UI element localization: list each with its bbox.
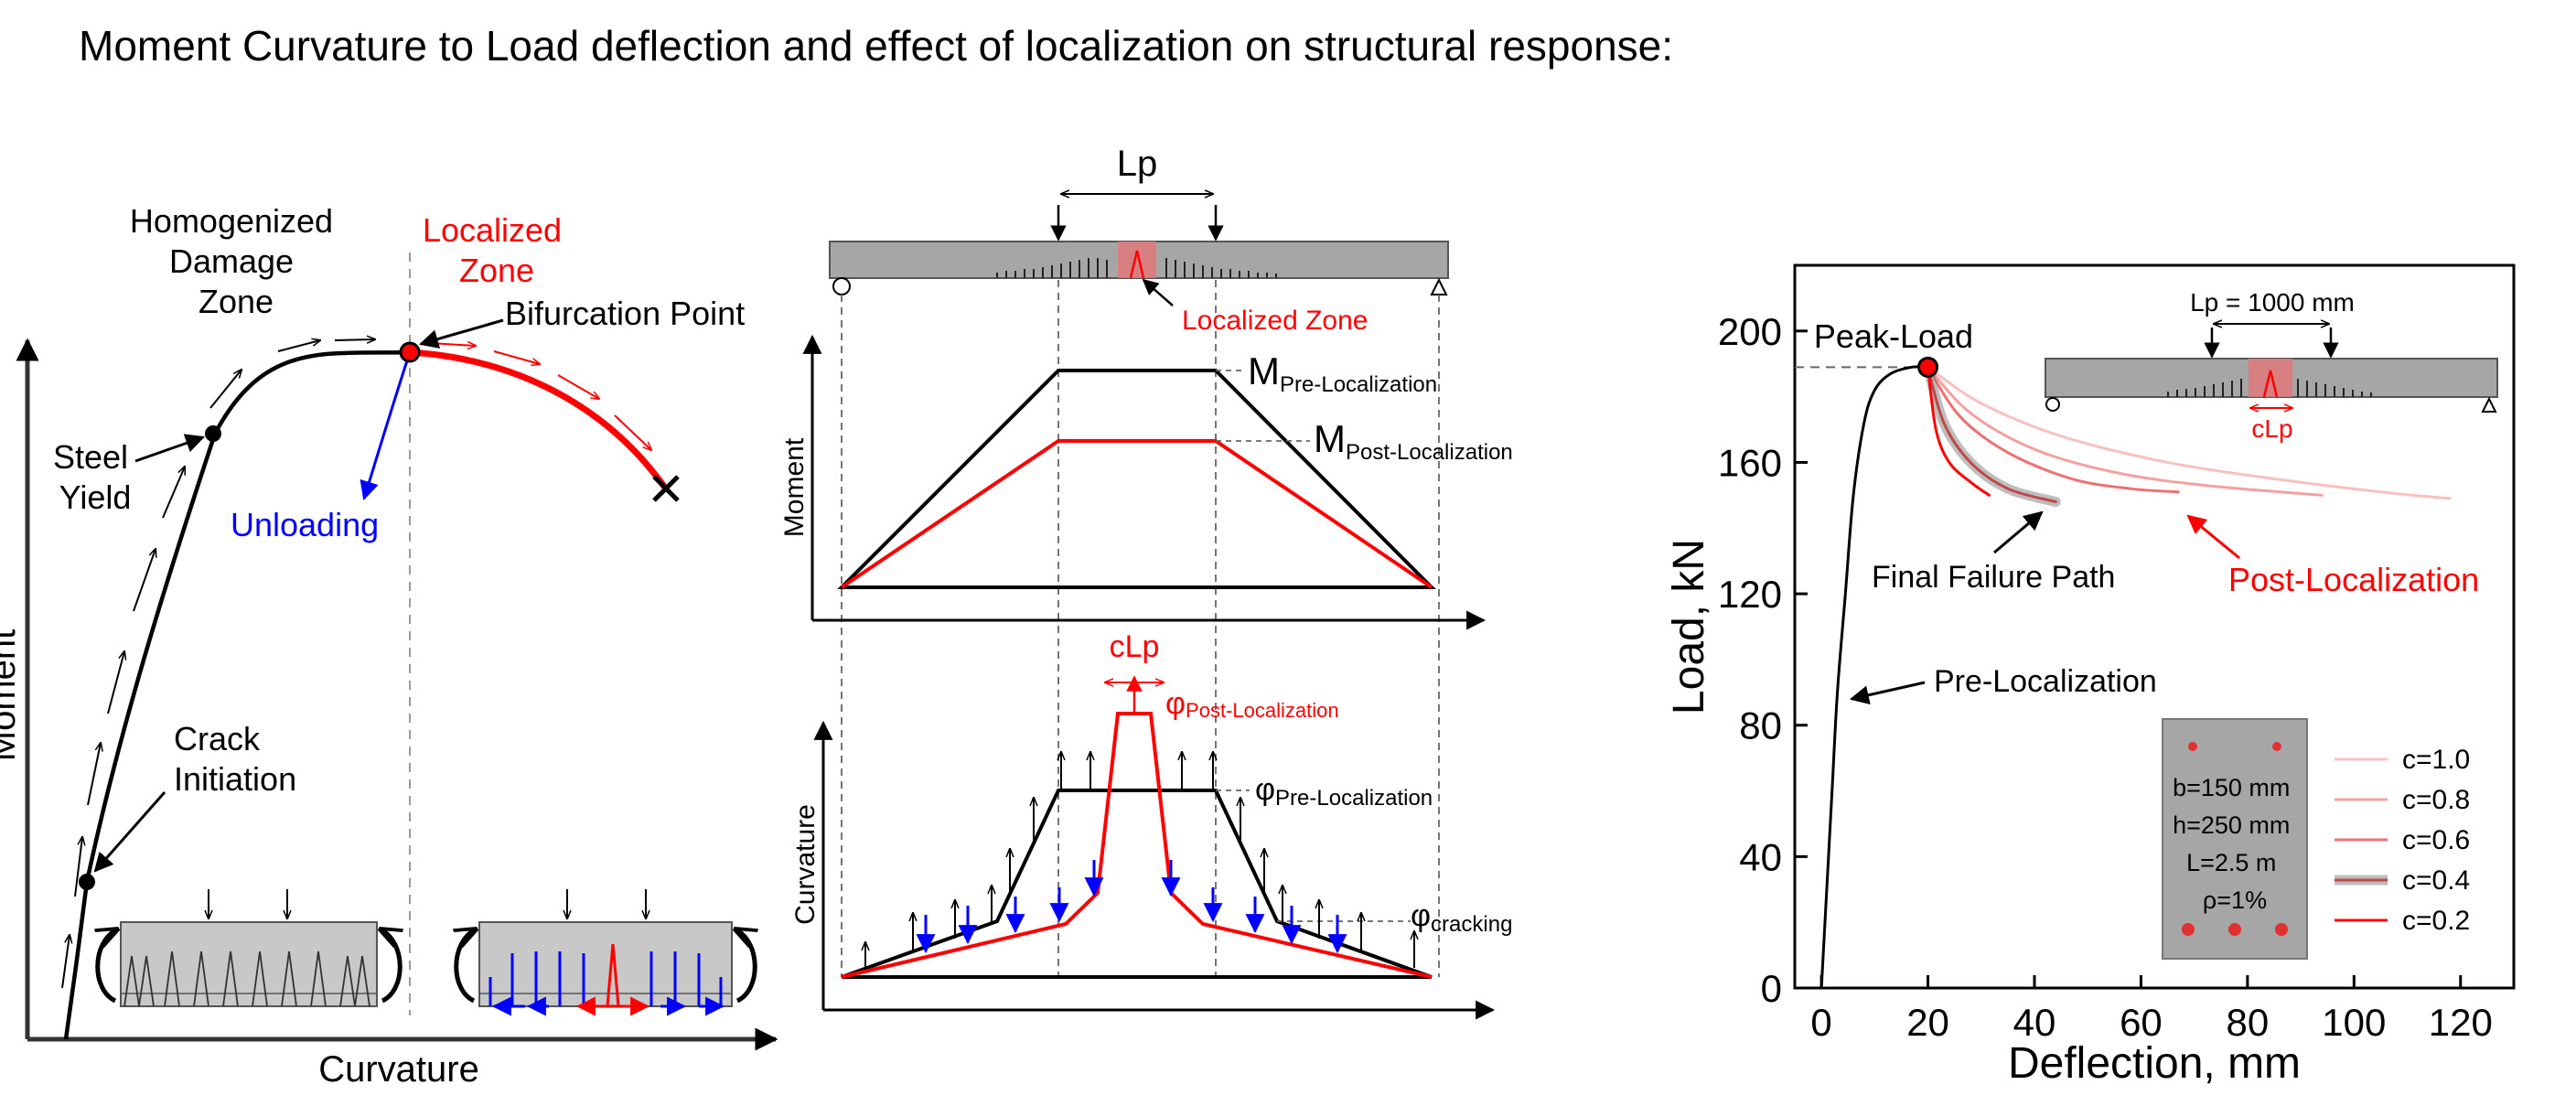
inset-localized-zone-shading [2249,359,2292,397]
moment-curvature-curve [63,349,411,1040]
series-c-0-4-halo [1923,361,2061,508]
curvature-pre-localization [841,789,1433,979]
panel-moment-curvature: Moment Curvature [0,202,778,1090]
chart-ticks: 0 20 40 60 80 100 120 0 40 80 120 160 200 [1718,310,2493,1044]
series-group [1819,361,2452,990]
x-tick-label: 0 [1810,1001,1831,1044]
label-unloading: Unloading [231,506,379,543]
beam-localized-crack [1129,250,1145,279]
failure-x-icon [652,475,680,502]
curvature-down-arrows [916,860,1347,954]
chart-xlabel: Deflection, mm [2008,1039,2301,1088]
beam-sketch-localized [456,889,756,1016]
legend-label: c=0.4 [2402,865,2470,896]
series-c-0-2 [1927,365,1991,497]
panel-load-deflection: 0 20 40 60 80 100 120 0 40 80 120 160 200 Deflection… [1665,263,2516,1088]
final-failure-pointer [1993,510,2044,554]
label-peak-load: Peak-Load [1814,317,1973,355]
label-clp-inset: cLp [2251,414,2292,443]
x-tick-label: 60 [2120,1001,2163,1044]
label-phi-cracking: φcracking [1411,898,1512,937]
curvature-ylabel: Curvature [790,804,821,925]
panel-moment-curvature-distribution: Lp Localized Zone Moment MPre-Localizati… [779,144,1513,1020]
moment-pre-localization [837,369,1436,589]
steel-yield-pointer [134,434,205,463]
label-phi-pre-localization: φPre-Localization [1255,772,1433,811]
legend-label: c=0.8 [2402,785,2470,815]
series-c-0-8 [1927,365,2324,497]
pre-localization-pointer [1849,681,1926,705]
label-m-post-localization: MPost-Localization [1314,417,1513,465]
curve-direction-arrows [61,339,375,989]
label-phi-post-localization: φPost-Localization [1165,686,1339,722]
label-pre-localization: Pre-Localization [1934,664,2157,699]
label-localized-zone: Localized Zone [423,211,571,289]
chart-ylabel: Load, kN [1665,539,1713,714]
guide-lines [841,280,1440,977]
figure-title: Moment Curvature to Load deflection and … [79,22,1673,70]
label-homogenized-damage-zone: Homogenized Damage Zone [130,202,342,320]
label-lp: Lp [1117,144,1158,184]
inset-left-support-icon [2045,397,2060,412]
legend-label: c=1.0 [2402,745,2470,775]
crack-pointer [93,791,166,873]
curvature-post-localization [841,712,1433,979]
series-c-0-4 [1927,365,2057,504]
beam-right-support-icon [1430,277,1448,295]
beam-left-support-icon [832,277,851,295]
bifurcation-pointer [418,318,504,349]
label-lp-1000: Lp = 1000 mm [2190,288,2355,317]
beam-cracks [996,258,1277,278]
chart-legend: c=1.0 c=0.8 c=0.6 c=0.4 c=0.2 [2334,745,2470,936]
post-localization-curve [409,349,668,490]
x-tick-label: 40 [2013,1001,2056,1044]
plot-frame [1793,263,2516,990]
y-tick-label: 200 [1718,310,1782,353]
unloading-arrow [360,351,412,501]
beam-sketch-homogenized [98,889,401,1007]
left-xlabel: Curvature [318,1049,479,1090]
x-tick-label: 20 [1906,1001,1949,1044]
peak-load-marker [1917,356,1939,378]
inset-beam-cracks [2167,379,2372,397]
bifurcation-point-marker [399,341,421,363]
localized-zone-shading [1118,242,1156,278]
label-steel-yield: Steel Yield [53,438,137,516]
y-tick-label: 160 [1718,441,1782,484]
y-tick-label: 0 [1761,967,1782,1010]
legend-label: c=0.2 [2402,906,2470,936]
section-properties: b=150 mm h=250 mm L=2.5 m ρ=1% [2173,774,2297,914]
moment-ylabel: Moment [779,437,810,537]
y-tick-label: 40 [1739,835,1782,878]
y-tick-label: 80 [1739,704,1782,747]
curvature-up-arrows [865,752,1414,970]
moment-post-localization [840,439,1433,589]
series-pre-localization [1819,365,1930,990]
label-post-localization: Post-Localization [2228,561,2479,598]
series-c-0-6 [1927,365,2180,494]
label-localized-zone-beam: Localized Zone [1182,306,1368,336]
x-tick-label: 80 [2227,1001,2270,1044]
label-clp-middle: cLp [1110,629,1160,664]
label-m-pre-localization: MPre-Localization [1248,349,1437,397]
label-bifurcation-point: Bifurcation Point [505,295,745,332]
steel-yield-point [205,425,221,442]
crack-initiation-point [79,874,95,890]
label-final-failure-path: Final Failure Path [1872,560,2115,595]
cross-section: b=150 mm h=250 mm L=2.5 m ρ=1% [2162,718,2308,960]
y-tick-label: 120 [1718,573,1782,616]
x-tick-label: 120 [2429,1001,2493,1044]
label-crack-initiation: Crack Initiation [174,720,296,798]
localized-zone-pointer [1142,278,1174,306]
legend-label: c=0.6 [2402,825,2470,855]
series-c-1-0 [1927,365,2452,500]
left-ylabel: Moment [0,629,23,762]
x-tick-label: 100 [2322,1001,2386,1044]
inset-right-support-icon [2481,396,2497,413]
post-localization-pointer [2186,514,2240,560]
